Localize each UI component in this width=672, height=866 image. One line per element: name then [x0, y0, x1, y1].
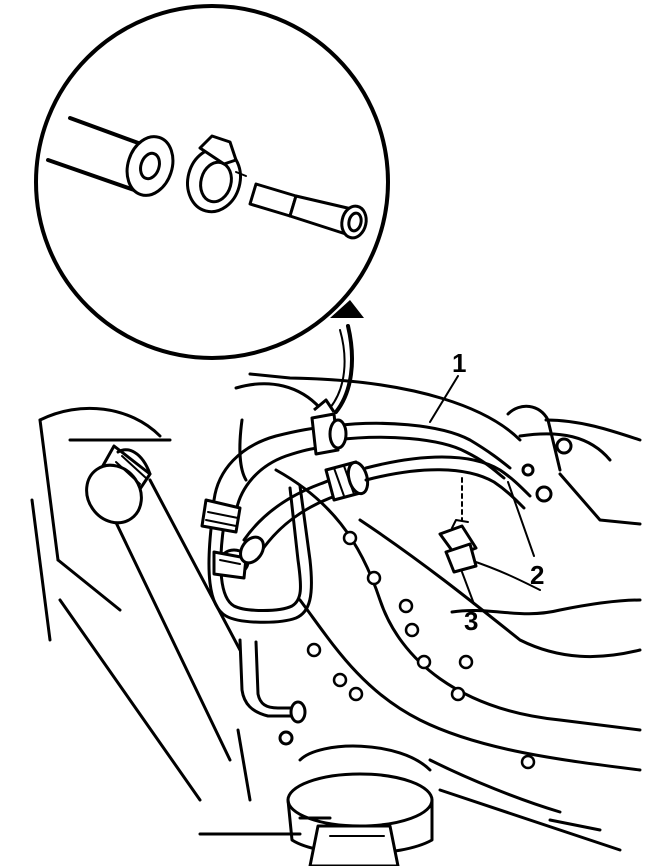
detail-clamp [186, 134, 247, 214]
callout-3: 3 [464, 606, 478, 636]
detail-hose [46, 116, 175, 197]
detail-view [34, 4, 390, 360]
hose-1 [200, 398, 512, 534]
callout-1: 1 [452, 348, 466, 378]
detail-arrow [329, 300, 364, 414]
vehicle-structure [30, 372, 642, 866]
detail-pipe-fitting [248, 182, 368, 240]
leader-lines [429, 375, 535, 605]
callout-2: 2 [530, 560, 544, 590]
retainer-clip-3 [438, 477, 478, 574]
